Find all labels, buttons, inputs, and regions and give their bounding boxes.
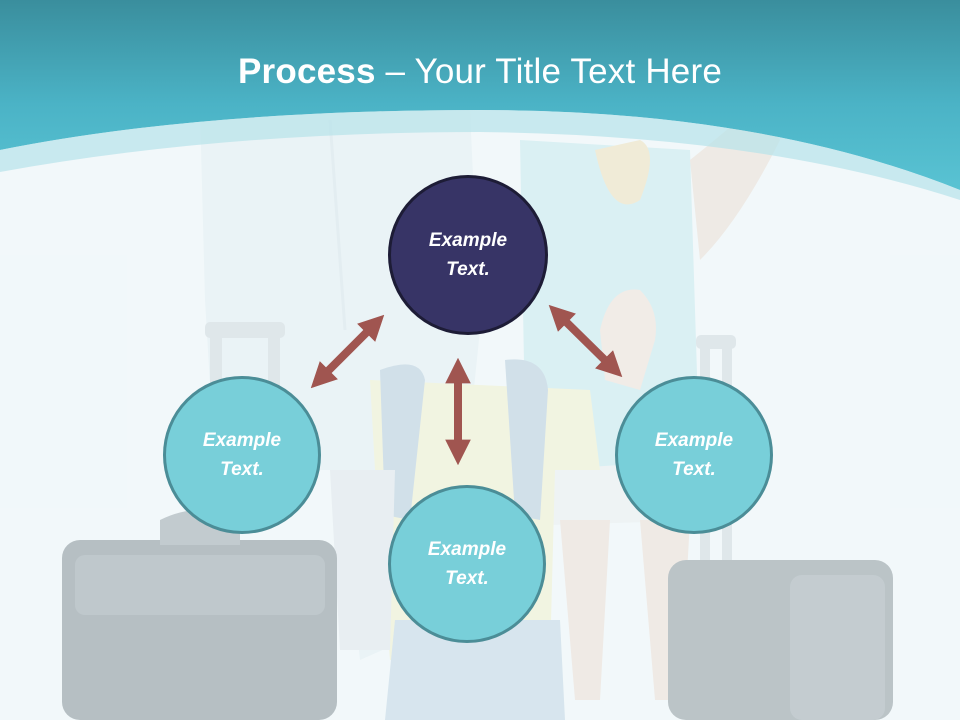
right-circle: Example Text. [615, 376, 773, 534]
arrow-right [548, 304, 623, 378]
slide-title: Process – Your Title Text Here [0, 52, 960, 92]
left-circle-text: Example Text. [202, 430, 282, 480]
right-circle-text: Example Text. [654, 430, 734, 480]
bottom-circle: Example Text. [388, 485, 546, 643]
center-circle-text: Example Text. [428, 230, 508, 280]
arrow-left [310, 314, 385, 389]
left-circle: Example Text. [163, 376, 321, 534]
bottom-circle-text: Example Text. [427, 539, 507, 589]
header-banner [0, 0, 960, 200]
title-rest: – Your Title Text Here [375, 52, 722, 91]
center-circle: Example Text. [388, 175, 548, 335]
title-bold: Process [238, 52, 376, 91]
